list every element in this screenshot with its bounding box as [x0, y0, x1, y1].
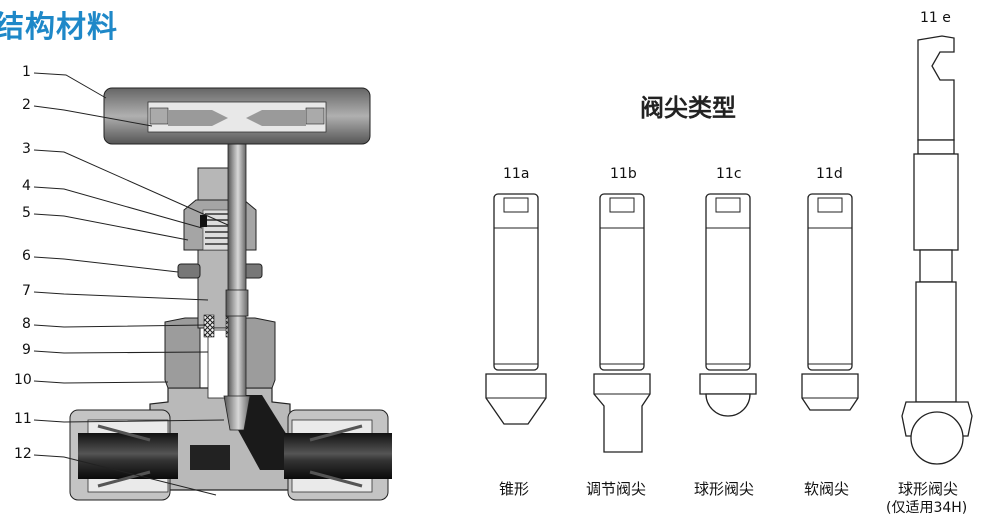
tip-11b: [593, 193, 651, 453]
tip-code-11e: 11 e: [920, 10, 951, 26]
tip-11e: [901, 35, 973, 465]
callout-6: 6: [22, 248, 31, 264]
callout-4: 4: [22, 178, 31, 194]
tip-code-11d: 11d: [816, 166, 843, 182]
tip-code-11b: 11b: [610, 166, 637, 182]
callout-leaders: [33, 72, 229, 496]
bonnet: [177, 167, 263, 338]
callout-8: 8: [22, 316, 31, 332]
callout-7: 7: [22, 283, 31, 299]
valve-body: [149, 317, 291, 491]
callout-10: 10: [14, 372, 32, 388]
callout-3: 3: [22, 141, 31, 157]
tip-11d: [801, 193, 859, 411]
callout-11: 11: [14, 411, 32, 427]
right-tube-fitting: [284, 409, 392, 501]
tip-code-11c: 11c: [716, 166, 742, 182]
t-handle: [103, 87, 371, 145]
page-title: 结构材料: [0, 10, 118, 45]
tip-name-11d: 软阀尖: [804, 480, 850, 498]
tip-11c: [699, 193, 757, 417]
tip-types-heading: 阀尖类型: [640, 94, 736, 122]
tip-name-11e: 球形阀尖: [898, 480, 959, 498]
tip-name-11a: 锥形: [499, 480, 530, 498]
tip-name-11c: 球形阀尖: [694, 480, 755, 498]
tip-code-11a: 11a: [503, 166, 530, 182]
left-tube-fitting: [69, 409, 178, 501]
tip-name-11b: 调节阀尖: [586, 480, 647, 498]
callout-12: 12: [14, 446, 32, 462]
callout-2: 2: [22, 97, 31, 113]
callout-9: 9: [22, 342, 31, 358]
callout-1: 1: [22, 64, 31, 80]
valve-stem: [223, 99, 251, 431]
tip-11a: [485, 193, 547, 425]
callout-5: 5: [22, 205, 31, 221]
tip-note-11e: (仅适用34H): [886, 500, 968, 516]
